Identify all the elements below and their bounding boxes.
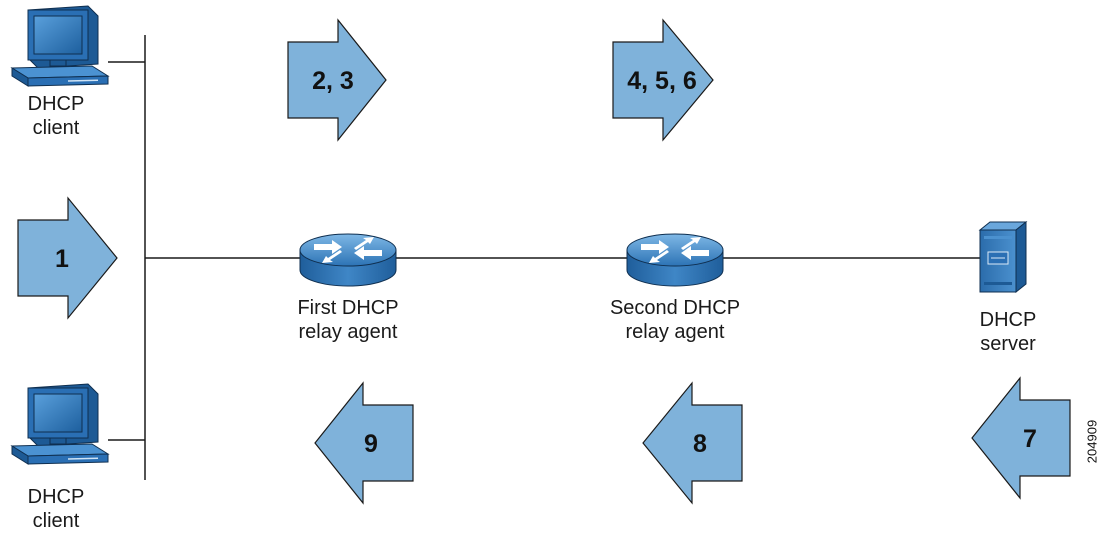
second-relay-label-line1: Second DHCP [609,297,741,319]
step-arrow-2-3: 2, 3 [287,18,387,142]
figure-id: 204909 [1084,419,1100,464]
server-label-line2: server [980,333,1036,355]
network-links [108,35,980,480]
computer-icon [10,383,110,465]
second-relay-label-line2: relay agent [625,321,725,343]
step-arrow-1: 1 [17,196,118,320]
server-icon [978,220,1028,294]
client-top-label-line1: DHCP [27,93,85,115]
first-relay-label: First DHCP relay agent [268,296,428,344]
router-icon [626,233,724,287]
first-relay-label-line2: relay agent [298,321,398,343]
step-arrow-7: 7 [971,376,1071,500]
computer-icon [10,5,110,87]
client-bottom-label-line1: DHCP [27,486,85,508]
step-label-8: 8 [693,430,707,458]
first-relay-label-line1: First DHCP [297,297,399,319]
step-label-1: 1 [55,245,69,273]
step-label-7: 7 [1023,425,1037,453]
step-label-4-5-6: 4, 5, 6 [627,67,697,95]
step-arrow-9: 9 [314,381,414,505]
client-top-label-line2: client [32,117,80,139]
client-top-label: DHCP client [16,92,96,140]
step-label-9: 9 [364,430,378,458]
step-arrow-4-5-6: 4, 5, 6 [612,18,714,142]
router-icon [299,233,397,287]
client-bottom-label-line2: client [32,510,80,532]
step-arrow-8: 8 [642,381,743,505]
server-label-line1: DHCP [979,309,1037,331]
second-relay-label: Second DHCP relay agent [590,296,760,344]
server-label: DHCP server [968,308,1048,356]
step-label-2-3: 2, 3 [312,67,354,95]
client-bottom-label: DHCP client [16,485,96,533]
